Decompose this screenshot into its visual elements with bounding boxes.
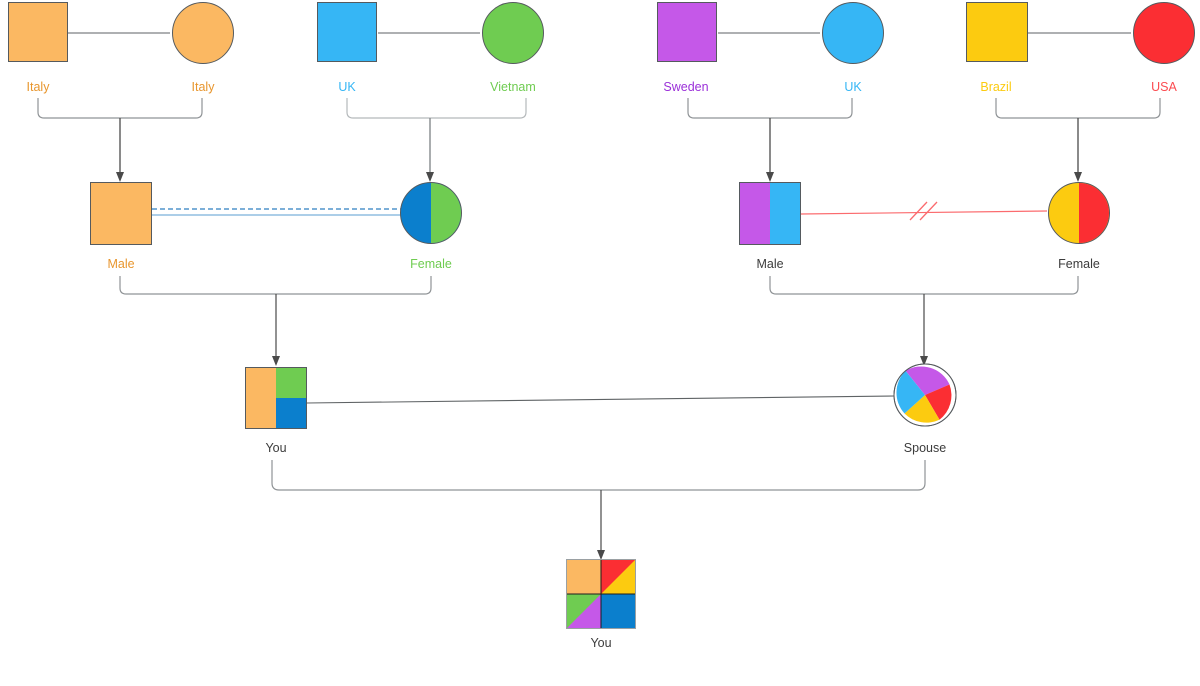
node-p2-label: Female bbox=[410, 257, 452, 271]
node-gp8-label: USA bbox=[1151, 80, 1177, 94]
node-gp3[interactable] bbox=[317, 2, 377, 62]
node-gp2-label: Italy bbox=[191, 80, 215, 94]
descent-bracket-brazil-usa bbox=[995, 98, 1161, 119]
spouse-slice-blue bbox=[896, 370, 925, 414]
node-gp8-shape[interactable] bbox=[1133, 2, 1195, 64]
descent-arrowhead-4 bbox=[1074, 172, 1082, 182]
union-line-you-spouse bbox=[306, 395, 896, 404]
child-quadrant-tr-red bbox=[601, 559, 636, 594]
node-you-shape[interactable] bbox=[245, 367, 307, 429]
spouse-slice-red bbox=[925, 384, 952, 420]
descent-bracket-uk-vietnam bbox=[346, 98, 527, 119]
node-p4-fill-red bbox=[1079, 183, 1109, 243]
node-p2-shape[interactable] bbox=[400, 182, 462, 244]
node-p3[interactable] bbox=[739, 182, 801, 245]
node-child-shape[interactable] bbox=[566, 559, 636, 629]
spouse-slice-yellow bbox=[904, 395, 940, 423]
node-gp6-label: UK bbox=[844, 80, 862, 94]
child-quadrant-bl-green bbox=[566, 594, 601, 629]
node-gp2-shape[interactable] bbox=[172, 2, 234, 64]
node-gp1[interactable] bbox=[8, 2, 68, 62]
child-border bbox=[566, 559, 636, 629]
descent-bracket-italy bbox=[37, 98, 203, 119]
divorce-slash-2 bbox=[919, 201, 938, 221]
node-p2[interactable] bbox=[400, 182, 462, 244]
descent-bracket-you-spouse bbox=[271, 460, 926, 491]
descent-arrowhead-you bbox=[272, 356, 280, 366]
node-gp5-shape[interactable] bbox=[657, 2, 717, 62]
descent-arrowhead-3 bbox=[766, 172, 774, 182]
node-p1-shape[interactable] bbox=[90, 182, 152, 245]
child-quadrant-br bbox=[601, 594, 636, 629]
node-gp7-label: Brazil bbox=[980, 80, 1012, 94]
node-child-label: You bbox=[590, 636, 612, 650]
union-line-parents-right-divorced bbox=[800, 210, 1048, 215]
descent-bracket-sweden-uk bbox=[687, 98, 853, 119]
node-you-fill-green bbox=[276, 368, 306, 398]
node-p4-label: Female bbox=[1058, 257, 1100, 271]
descent-arrowhead-2 bbox=[426, 172, 434, 182]
node-p3-shape[interactable] bbox=[739, 182, 801, 245]
spouse-slice-purple bbox=[905, 366, 950, 395]
node-p2-fill-green bbox=[431, 183, 461, 243]
divorce-slash-1 bbox=[909, 201, 928, 221]
node-gp1-shape[interactable] bbox=[8, 2, 68, 62]
descent-bracket-parents-right bbox=[769, 276, 1079, 295]
node-child[interactable] bbox=[566, 559, 636, 629]
node-gp4-label: Vietnam bbox=[490, 80, 536, 94]
node-gp8[interactable] bbox=[1133, 2, 1195, 64]
node-you-label: You bbox=[265, 441, 287, 455]
node-p3-fill-blue bbox=[770, 183, 800, 244]
node-gp4-shape[interactable] bbox=[482, 2, 544, 64]
descent-arrowhead-1 bbox=[116, 172, 124, 182]
node-gp6[interactable] bbox=[822, 2, 884, 64]
node-gp1-label: Italy bbox=[26, 80, 50, 94]
node-p4-shape[interactable] bbox=[1048, 182, 1110, 244]
node-p4[interactable] bbox=[1048, 182, 1110, 244]
node-gp3-label: UK bbox=[338, 80, 356, 94]
node-spouse-shape[interactable] bbox=[893, 363, 957, 427]
child-quadrant-tl bbox=[566, 559, 601, 594]
node-p1-label: Male bbox=[107, 257, 135, 271]
node-gp2[interactable] bbox=[172, 2, 234, 64]
node-spouse-label: Spouse bbox=[903, 441, 947, 455]
node-spouse[interactable] bbox=[893, 363, 957, 427]
node-gp6-shape[interactable] bbox=[822, 2, 884, 64]
node-gp5-label: Sweden bbox=[663, 80, 709, 94]
node-you-fill-blue bbox=[276, 398, 306, 428]
descent-bracket-parents-left bbox=[119, 276, 432, 295]
node-gp3-shape[interactable] bbox=[317, 2, 377, 62]
node-gp5[interactable] bbox=[657, 2, 717, 62]
node-p1[interactable] bbox=[90, 182, 152, 245]
node-you[interactable] bbox=[245, 367, 307, 429]
node-gp4[interactable] bbox=[482, 2, 544, 64]
node-gp7[interactable] bbox=[966, 2, 1028, 62]
node-gp7-shape[interactable] bbox=[966, 2, 1028, 62]
node-p3-label: Male bbox=[756, 257, 784, 271]
